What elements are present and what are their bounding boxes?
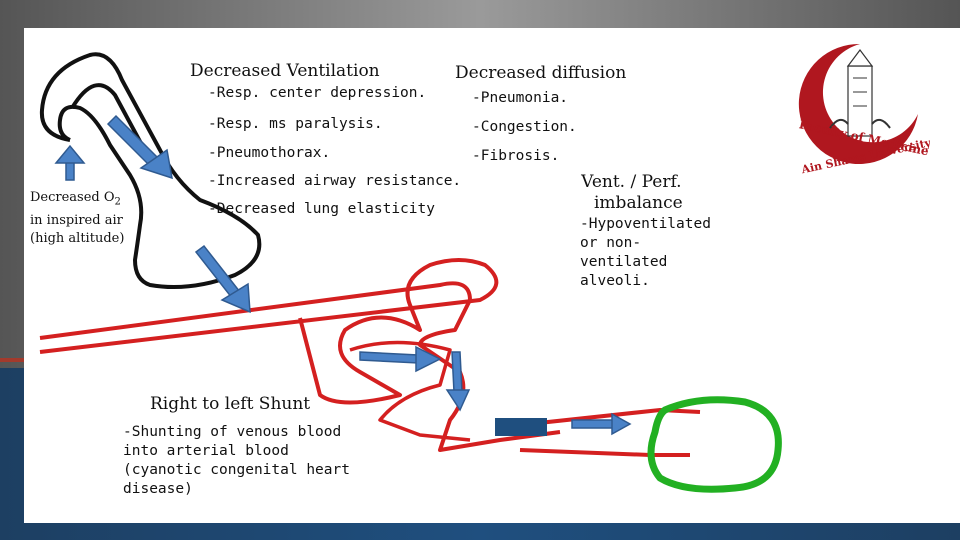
shunt-heading: Right to left Shunt: [150, 394, 310, 414]
arrow-diffusion: [196, 246, 250, 312]
inspired-air-label: Decreased O2 in inspired air (high altit…: [30, 189, 140, 248]
vq-heading-line2: imbalance: [580, 193, 683, 214]
ventilation-item: -Increased airway resistance.: [208, 173, 461, 189]
vq-heading: Vent. / Perf. imbalance: [580, 172, 683, 214]
ventilation-item: -Resp. center depression.: [208, 85, 426, 101]
arrow-inspired-air: [56, 146, 84, 180]
oxygen-subscript: 2: [115, 197, 121, 208]
vq-heading-line1: Vent. / Perf.: [580, 172, 683, 193]
shunt-block: [495, 418, 547, 436]
shunt-body: -Shunting of venous blood into arterial …: [123, 423, 363, 499]
inspired-air-line2: in inspired air: [30, 213, 123, 228]
ventilation-item: -Resp. ms paralysis.: [208, 116, 383, 132]
university-logo: Faculty of Medicine Ain Shams University: [790, 36, 930, 176]
vq-body: -Hypoventilated or non-ventilated alveol…: [580, 215, 720, 291]
inspired-air-line1: Decreased O: [30, 190, 115, 205]
arrow-ventilation: [108, 116, 172, 178]
logo-tower: [848, 66, 872, 136]
diffusion-item: -Congestion.: [472, 119, 577, 135]
arrow-to-capillary: [447, 352, 469, 410]
diffusion-item: -Pneumonia.: [472, 90, 568, 106]
inspired-air-line3: (high altitude): [30, 231, 124, 246]
diffusion-item: -Fibrosis.: [472, 148, 559, 164]
ventilation-item: -Pneumothorax.: [208, 145, 330, 161]
diffusion-heading: Decreased diffusion: [455, 63, 626, 83]
ventilation-item: -Decreased lung elasticity: [208, 201, 435, 217]
tissue-capillary: [651, 400, 778, 489]
venous-vessel-outer: [40, 260, 496, 403]
ventilation-heading: Decreased Ventilation: [190, 61, 380, 81]
